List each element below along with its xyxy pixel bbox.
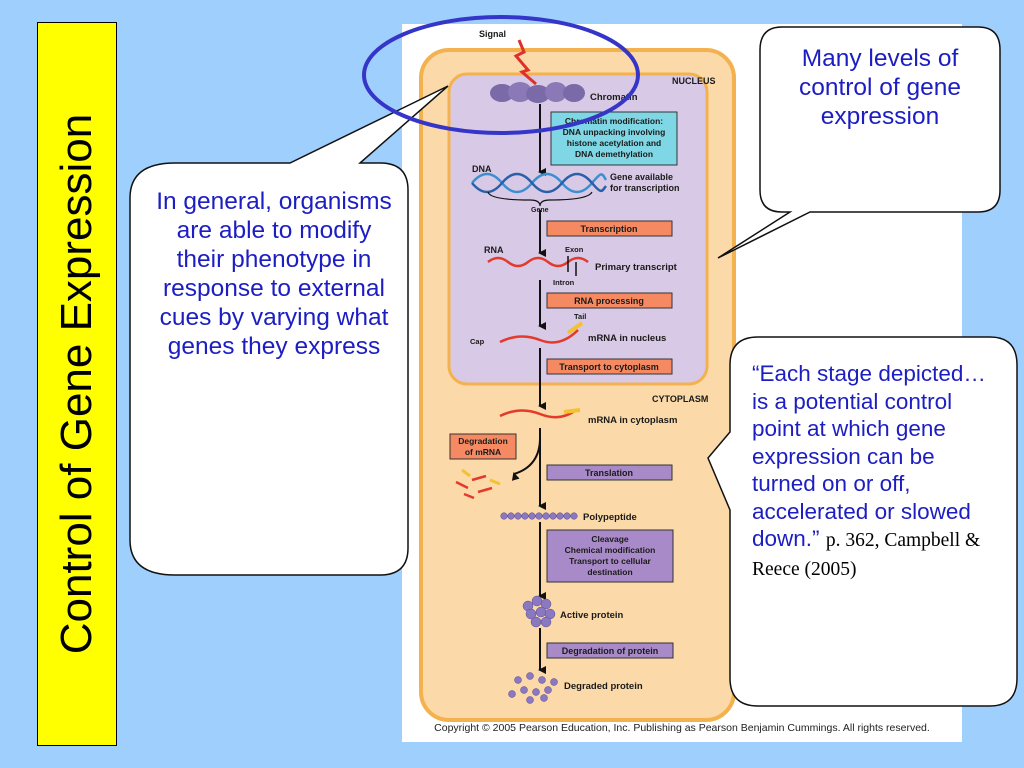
active-protein-label: Active protein <box>560 610 624 621</box>
arrow-degradation-mrna <box>511 437 541 481</box>
transcription-label: Transcription <box>580 224 637 234</box>
cap-label: Cap <box>470 337 485 346</box>
transport-cytoplasm-label: Transport to cytoplasm <box>559 362 659 372</box>
gene-bracket <box>487 191 593 207</box>
chromatin-mod-line-2: DNA unpacking involving <box>563 127 666 137</box>
chromatin-mod-line-4: DNA demethylation <box>575 149 653 159</box>
intron-label: Intron <box>553 278 575 287</box>
signal-label: Signal <box>479 29 506 39</box>
translation-label: Translation <box>585 468 633 478</box>
title-bar: Control of Gene Expression <box>37 22 117 746</box>
mrna-nucleus-label: mRNA in nucleus <box>588 333 666 344</box>
cleavage-line-3: Transport to cellular <box>569 556 651 566</box>
slide-title: Control of Gene Expression <box>52 113 101 655</box>
rna-processing-label: RNA processing <box>574 296 644 306</box>
translation-box <box>546 464 673 481</box>
transport-cytoplasm-box <box>546 358 673 375</box>
dna-label: DNA <box>472 164 492 174</box>
chromatin-mod-line-1: Chromatin modification: <box>565 116 663 126</box>
rna-label: RNA <box>484 245 504 255</box>
mrna-nucleus-strand <box>499 329 579 344</box>
degradation-mrna-box <box>449 433 517 460</box>
degradation-mrna-line-1: Degradation <box>458 436 508 446</box>
primary-transcript-label: Primary transcript <box>595 262 678 273</box>
tail-label: Tail <box>574 312 586 321</box>
callout-top-text: Many levels of control of gene expressio… <box>798 45 962 130</box>
gene-available-line-1: Gene available <box>610 172 673 182</box>
mrna-cytoplasm-label: mRNA in cytoplasm <box>588 415 677 426</box>
polypeptide-label: Polypeptide <box>583 512 637 523</box>
degraded-protein-icon <box>508 672 558 704</box>
mrna-cytoplasm-tail <box>563 408 581 414</box>
cleavage-line-1: Cleavage <box>591 534 629 544</box>
chromatin-icon <box>490 82 585 103</box>
degraded-mrna-fragments <box>455 468 501 500</box>
mrna-cytoplasm-strand <box>499 408 577 419</box>
degradation-protein-box <box>546 642 674 659</box>
copyright-notice: Copyright © 2005 Pearson Education, Inc.… <box>434 722 930 734</box>
degraded-protein-label: Degraded protein <box>564 681 643 692</box>
nucleus-label: NUCLEUS <box>672 76 716 86</box>
cytoplasm-label: CYTOPLASM <box>652 394 708 404</box>
gene-label: Gene <box>531 207 549 214</box>
cleavage-line-2: Chemical modification <box>565 545 656 555</box>
dna-helix-icon <box>471 172 608 194</box>
degradation-protein-label: Degradation of protein <box>562 646 659 656</box>
callout-left-text: In general, organisms are able to modify… <box>156 188 392 360</box>
callout-quote: “Each stage depicted… is a potential con… <box>752 361 986 551</box>
transcription-box <box>546 220 673 237</box>
rna-processing-box <box>546 292 673 309</box>
degradation-mrna-line-2: of mRNA <box>465 447 501 457</box>
exon-label: Exon <box>565 245 584 254</box>
chromatin-mod-line-3: histone acetylation and <box>567 138 661 148</box>
callout-right-text: “Each stage depicted… is a potential con… <box>752 360 1002 583</box>
polypeptide-chain-icon <box>500 512 578 520</box>
active-protein-icon <box>522 595 556 628</box>
chromatin-label: Chromatin <box>590 92 638 103</box>
cleavage-line-4: destination <box>587 567 632 577</box>
callout-citation: p. 362, Campbell & Reece (2005) <box>752 530 981 580</box>
primary-transcript-strand <box>487 256 589 268</box>
gene-available-line-2: for transcription <box>610 183 680 193</box>
poly-a-tail <box>566 321 584 335</box>
cleavage-box <box>546 529 674 583</box>
